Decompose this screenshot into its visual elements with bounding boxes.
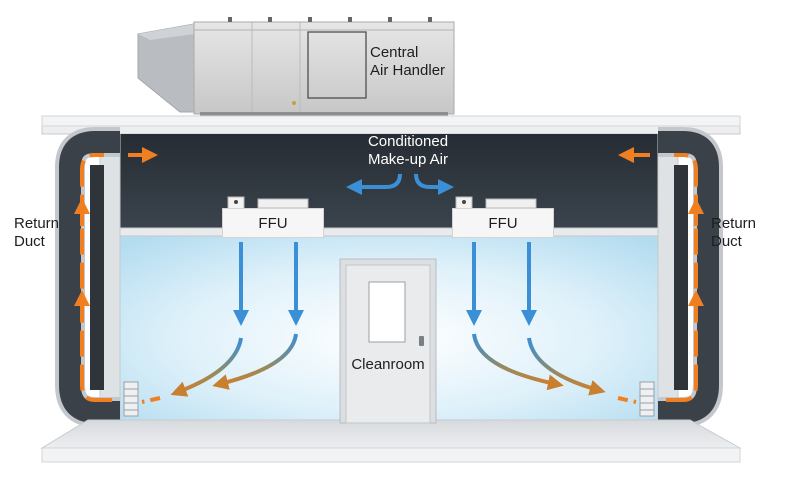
makeup-air-label: Conditioned Make-up Air <box>352 133 464 169</box>
return-duct-right-label: Return Duct <box>711 215 756 251</box>
cleanroom-label: Cleanroom <box>351 356 425 373</box>
makeup-air-label-line1: Conditioned <box>367 133 449 150</box>
curve-arrow-right-1 <box>472 333 564 391</box>
return-grille-left <box>123 381 139 417</box>
makeup-air-arrow-left <box>346 173 402 195</box>
makeup-air-arrow-right <box>414 173 454 195</box>
return-duct-right-shape <box>658 127 723 427</box>
door-handle <box>419 336 424 346</box>
return-duct-left-label-line1: Return <box>14 215 60 232</box>
makeup-air-label-line2: Make-up Air <box>367 151 449 168</box>
curve-arrow-left-1 <box>170 337 243 397</box>
return-duct-right-label-line1: Return <box>711 215 757 232</box>
return-duct-left-label-line2: Duct <box>14 233 45 250</box>
ffu-left-label: FFU <box>222 208 324 238</box>
return-flow-left <box>80 153 112 402</box>
curve-arrow-left-2 <box>212 333 298 390</box>
ceiling-grid <box>109 227 671 237</box>
return-duct-left-shape <box>55 127 120 427</box>
return-duct-right-label-line2: Duct <box>711 233 742 250</box>
cleanroom-door <box>339 258 437 424</box>
return-grille-right <box>639 381 655 417</box>
return-duct-left-label: Return Duct <box>14 215 59 251</box>
roof-slab <box>41 115 741 135</box>
ceiling-plenum <box>120 134 658 230</box>
return-arrow-right-bottom <box>617 396 637 404</box>
air-handler-label: Central Air Handler <box>370 44 445 80</box>
air-handler-label-line2: Air Handler <box>370 62 446 79</box>
door-window <box>368 281 406 343</box>
air-handler-label-line1: Central <box>370 44 419 61</box>
central-air-handler <box>137 17 455 117</box>
ffu-right-label: FFU <box>452 208 554 238</box>
curve-arrow-right-2 <box>527 337 606 396</box>
return-flow-right <box>666 153 698 402</box>
return-arrow-left-bottom <box>141 396 161 404</box>
floor-slab <box>40 419 742 463</box>
